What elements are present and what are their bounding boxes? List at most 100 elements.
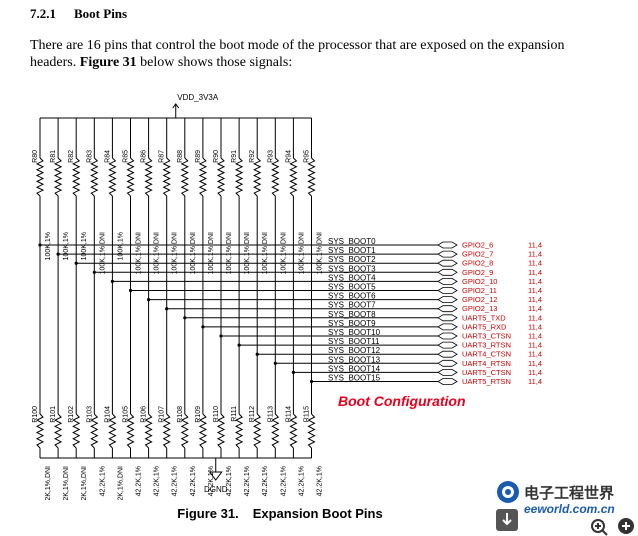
signal-net-label: SYS_BOOT7 <box>328 301 376 310</box>
pullup-ref-label: R91 <box>231 150 238 163</box>
pulldown-ref-label: R113 <box>267 406 274 422</box>
pulldown-value-label: 42.2K,1% <box>244 466 251 496</box>
zoom-in-icon[interactable] <box>591 519 608 536</box>
intro-text-before: There are 16 pins that control the boot … <box>30 38 565 70</box>
gpio-pin-label: UART5_RTSN <box>462 377 511 386</box>
pulldown-ref-label: R105 <box>123 406 130 423</box>
pulldown-resistor-symbol <box>90 413 99 449</box>
pulldown-ref-label: R114 <box>285 406 292 422</box>
pulldown-ref-label: R104 <box>104 406 111 423</box>
off-page-connector-icon <box>437 378 458 385</box>
pullup-ref-label: R87 <box>159 150 166 163</box>
gpio-pin-label: UART5_RXD <box>462 322 507 331</box>
pulldown-resistor-symbol <box>307 413 316 449</box>
gpio-pin-label: GPIO2_7 <box>462 250 493 259</box>
pullup-value-label: 100K,1%,DNI <box>136 232 143 274</box>
eeworld-watermark-logo: 电子工程世界 eeworld.com.cn <box>494 479 638 536</box>
pullup-value-label: 100K,1%,DNI <box>154 232 161 274</box>
pullup-resistor-symbol <box>162 157 171 197</box>
gpio-pin-label: UART3_RTSN <box>462 341 511 350</box>
gpio-pin-label: GPIO2_11 <box>462 286 497 295</box>
pulldown-ref-label: R111 <box>231 406 238 422</box>
pullup-ref-label: R93 <box>267 150 274 163</box>
pullup-resistor-symbol <box>289 157 298 197</box>
pullup-resistor-symbol <box>180 157 189 197</box>
gpio-pin-label: UART5_CTSN <box>462 368 511 377</box>
pullup-value-label: 100K,1% <box>63 232 70 260</box>
section-number: 7.2.1 <box>30 6 56 21</box>
sheet-ref-label: 11,4 <box>528 277 542 286</box>
pulldown-value-label: 42.2K,1% <box>172 466 179 496</box>
gpio-pin-label: UART4_RTSN <box>462 359 511 368</box>
watermark-title: 电子工程世界 <box>524 484 614 502</box>
pullup-ref-label: R83 <box>86 150 93 163</box>
pulldown-ref-label: R115 <box>304 406 311 422</box>
watermark-site: eeworld.com.cn <box>524 502 615 516</box>
figure-caption: Figure 31.Expansion Boot Pins <box>0 506 560 521</box>
pulldown-ref-label: R100 <box>32 406 39 423</box>
pulldown-resistor-symbol <box>289 413 298 449</box>
pullup-resistor-symbol <box>253 157 262 197</box>
pullup-value-label: 100K,1% <box>117 232 124 260</box>
sheet-ref-label: 11,4 <box>528 295 542 304</box>
sheet-ref-label: 11,4 <box>528 286 542 295</box>
sheet-ref-label: 11,4 <box>528 322 542 331</box>
signal-net-label: SYS_BOOT0 <box>328 237 376 246</box>
pulldown-ref-label: R112 <box>249 406 256 422</box>
pulldown-resistor-symbol <box>35 413 45 449</box>
off-page-connector-icon <box>437 278 458 285</box>
pullup-resistor-symbol <box>35 157 45 197</box>
figure-reference[interactable]: Figure 31 <box>79 55 137 70</box>
off-page-connector-icon <box>437 250 458 258</box>
signal-net-label: SYS_BOOT4 <box>328 273 376 282</box>
pullup-value-label: 100K,1%,DNI <box>190 232 197 274</box>
pullup-value-label: 100K,1%,DNI <box>298 232 305 274</box>
figure-caption-label: Figure 31. <box>177 506 239 521</box>
sheet-ref-label: 11,4 <box>528 304 542 313</box>
pulldown-value-label: 42.2K,1%,DNI <box>81 466 88 500</box>
pullup-ref-label: R81 <box>50 150 57 163</box>
off-page-connector-icon <box>437 350 458 358</box>
off-page-connector-icon <box>437 296 458 303</box>
pulldown-ref-label: R109 <box>195 406 202 423</box>
pullup-resistor-symbol <box>90 157 99 197</box>
pullup-resistor-symbol <box>144 157 153 197</box>
intro-text-after: below shows those signals: <box>136 55 293 70</box>
boot-configuration-banner: Boot Configuration <box>338 393 466 409</box>
download-icon[interactable] <box>496 509 518 531</box>
gpio-pin-label: GPIO2_13 <box>462 304 497 313</box>
sheet-ref-label: 11,4 <box>528 341 542 350</box>
signal-net-label: SYS_BOOT12 <box>328 346 381 355</box>
pulldown-resistor-symbol <box>108 413 117 449</box>
pullup-resistor-symbol <box>108 157 117 197</box>
signal-net-label: SYS_BOOT3 <box>328 264 376 273</box>
signal-net-label: SYS_BOOT13 <box>328 355 381 364</box>
signal-net-label: SYS_BOOT5 <box>328 283 376 292</box>
pullup-value-label: 100K,1%,DNI <box>99 232 106 274</box>
pulldown-value-label: 42.2K,1% <box>190 466 197 496</box>
boot-pins-schematic: VDD_3V3ADGNDR80100K,1%R10042.2K,1%,DNISY… <box>32 93 542 500</box>
pullup-ref-label: R80 <box>32 150 39 163</box>
off-page-connector-icon <box>437 323 458 331</box>
pullup-value-label: 100K,1%,DNI <box>244 232 251 274</box>
add-icon[interactable] <box>618 518 634 534</box>
off-page-connector-icon <box>437 241 458 249</box>
gpio-pin-label: GPIO2_8 <box>462 259 493 268</box>
pulldown-value-label: 42.2K,1%,DNI <box>63 466 70 500</box>
pullup-value-label: 100K,1% <box>81 232 88 260</box>
off-page-connector-icon <box>437 341 458 349</box>
pullup-ref-label: R88 <box>177 150 184 163</box>
pulldown-ref-label: R108 <box>177 406 184 423</box>
pulldown-ref-label: R102 <box>68 406 75 423</box>
pulldown-ref-label: R110 <box>213 406 220 422</box>
sheet-ref-label: 11,4 <box>528 313 542 322</box>
signal-net-label: SYS_BOOT9 <box>328 319 376 328</box>
pulldown-value-label: 42.2K,1% <box>280 466 287 496</box>
pullup-resistor-symbol <box>53 157 63 197</box>
eeworld-emblem-icon <box>497 481 519 503</box>
sheet-ref-label: 11,4 <box>528 268 542 277</box>
pulldown-ref-label: R107 <box>159 406 166 423</box>
pullup-ref-label: R94 <box>285 150 292 163</box>
gpio-pin-label: UART4_CTSN <box>462 350 511 359</box>
pulldown-resistor-symbol <box>144 413 153 449</box>
